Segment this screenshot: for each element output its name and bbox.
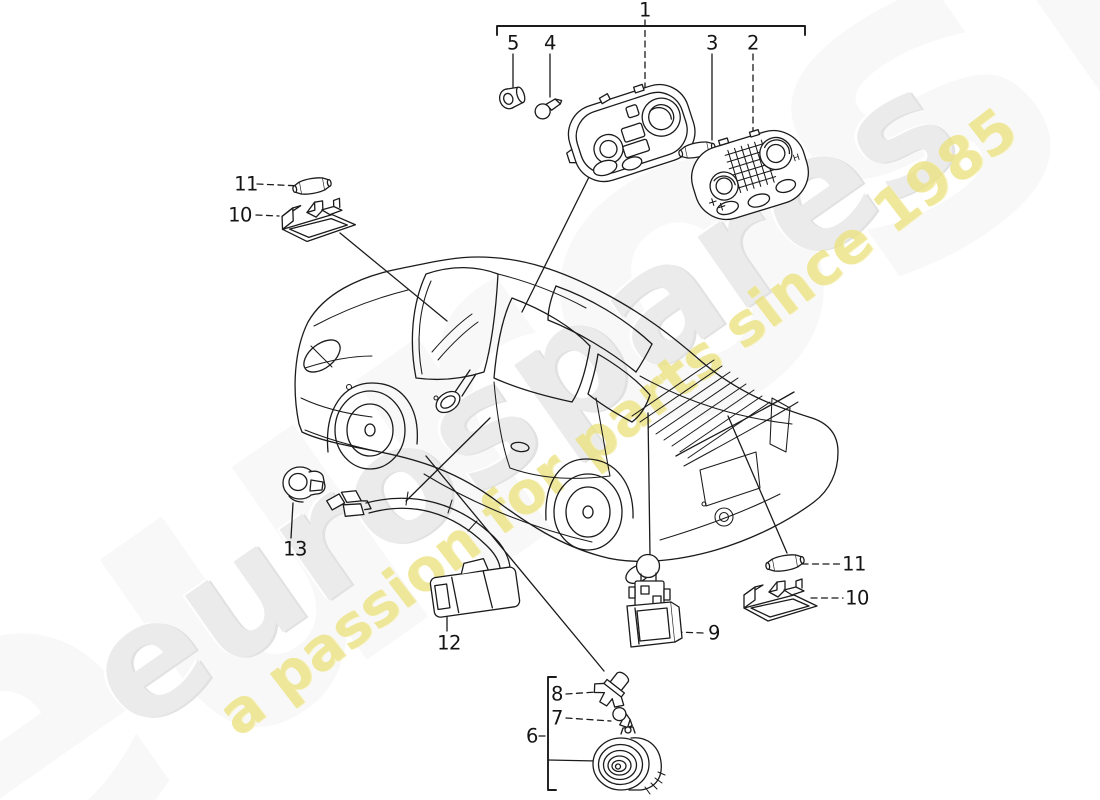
side-mirror bbox=[435, 369, 477, 414]
front-wheel bbox=[326, 382, 418, 470]
windshield bbox=[411, 267, 499, 380]
leader-lines bbox=[339, 172, 788, 672]
part-label-3[interactable]: 3 bbox=[706, 31, 718, 55]
lens-marking-h: H bbox=[792, 153, 801, 165]
part-4-wedge-bulb bbox=[534, 98, 563, 120]
part-1-dome-light-housing bbox=[566, 83, 696, 183]
part-label-1[interactable]: 1 bbox=[639, 0, 651, 22]
part-10-lamp-housing-right bbox=[743, 578, 818, 622]
part-11-festoon-bulb-right bbox=[764, 551, 806, 575]
rear-wheel bbox=[545, 458, 634, 551]
part-label-11-right[interactable]: 11 bbox=[842, 552, 866, 576]
part-13-grommet bbox=[282, 466, 326, 503]
roof-line bbox=[497, 273, 587, 309]
rear-window bbox=[547, 285, 653, 373]
door-lines bbox=[433, 381, 611, 479]
side-details bbox=[423, 473, 651, 584]
side-windows bbox=[493, 297, 651, 423]
rear-end bbox=[659, 391, 799, 541]
part-label-5[interactable]: 5 bbox=[507, 31, 519, 55]
part-label-12[interactable]: 12 bbox=[437, 631, 461, 655]
part-8-bulb-socket bbox=[593, 671, 630, 708]
part-label-6[interactable]: 6 bbox=[526, 724, 538, 748]
part-12-wiring-harness bbox=[326, 490, 521, 618]
part-9-luggage-light-switch bbox=[626, 553, 683, 648]
part-6-reading-light bbox=[592, 726, 666, 795]
part-label-11-left[interactable]: 11 bbox=[234, 172, 258, 196]
car-illustration bbox=[294, 256, 839, 584]
part-2-lens-cover: H bbox=[691, 129, 809, 221]
part-label-13[interactable]: 13 bbox=[283, 537, 307, 561]
part-5-bulb-socket bbox=[498, 86, 526, 110]
front-end bbox=[300, 289, 409, 453]
part-label-7[interactable]: 7 bbox=[551, 706, 563, 730]
part-label-4[interactable]: 4 bbox=[544, 31, 556, 55]
engine-deck-grille bbox=[631, 359, 793, 459]
part-label-8[interactable]: 8 bbox=[551, 682, 563, 706]
part-11-festoon-bulb-left bbox=[291, 174, 333, 198]
part-label-10-right[interactable]: 10 bbox=[845, 586, 869, 610]
part-label-9[interactable]: 9 bbox=[708, 621, 720, 645]
part-label-2[interactable]: 2 bbox=[747, 31, 759, 55]
callout-connectors bbox=[255, 19, 844, 791]
part-10-lamp-housing-left bbox=[280, 197, 357, 243]
part-label-10-left[interactable]: 10 bbox=[228, 203, 252, 227]
